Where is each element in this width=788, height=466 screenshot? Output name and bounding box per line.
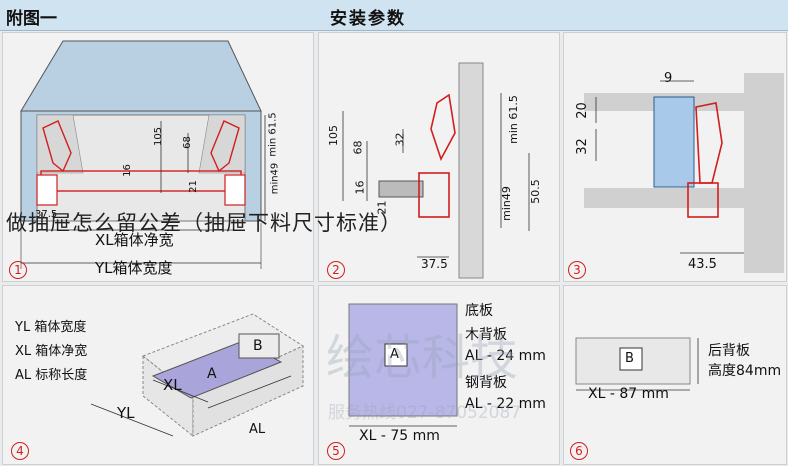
p2-dim-68: 68	[351, 140, 365, 155]
p1-xl-label: XL箱体净宽	[95, 231, 174, 249]
header-left-title: 附图一	[6, 9, 57, 29]
watermark-phone: 服务热线027-87052087	[328, 403, 522, 423]
p5-number-badge: 5	[327, 442, 345, 460]
p3-dim-32: 32	[574, 138, 590, 155]
p1-dim-21: 21	[187, 180, 199, 193]
p6-number-badge: 6	[570, 442, 588, 460]
p4-yl-label: YL	[117, 404, 135, 422]
p4-a-label: A	[207, 366, 217, 382]
p4-number-badge: 4	[11, 442, 29, 460]
p4-legend-2: XL 箱体净宽	[15, 344, 88, 359]
p4-b-label: B	[253, 338, 263, 354]
p6-b-label: B	[625, 351, 634, 366]
p1-dim-16: 16	[121, 164, 133, 177]
p5-line-5: AL - 22 mm	[465, 396, 546, 412]
panel-3: 9 20 32 43.5 3	[563, 32, 787, 282]
p1-dim-105: 105	[153, 126, 165, 147]
overlay-title: 做抽屉怎么留公差（抽屉下料尺寸标准）	[6, 211, 402, 235]
panel-1: 105 68 16 21 min 61.5 min49 37.5 XL箱体净宽 …	[2, 32, 314, 282]
header-bar: 附图一 安装参数	[0, 0, 788, 31]
panel-4-drawing	[90, 313, 305, 438]
p4-legend-1: YL 箱体宽度	[15, 320, 87, 335]
panel-2-drawing	[342, 62, 530, 279]
p5-line-4: 钢背板	[465, 375, 507, 391]
p1-dim-min615: min 61.5	[267, 112, 279, 157]
p2-dim-505: 50.5	[528, 179, 542, 204]
p5-a-label: A	[390, 347, 399, 362]
p2-dim-16: 16	[353, 180, 367, 195]
p1-dim-min49: min49	[269, 162, 281, 195]
panel-2: 105 68 32 16 21 min 61.5 min49 50.5 37.5…	[318, 32, 560, 282]
p5-line-2: 木背板	[465, 327, 507, 343]
p4-legend-3: AL 标称长度	[15, 368, 88, 383]
p2-number-badge: 2	[327, 261, 345, 279]
p5-line-1: 底板	[465, 303, 493, 319]
p3-dim-9: 9	[664, 71, 673, 86]
watermark-brand: 绘芯科技	[326, 330, 519, 386]
panel-6: B 后背板 高度84mm XL - 87 mm 6	[563, 285, 787, 465]
p1-yl-label: YL箱体宽度	[95, 259, 173, 277]
p3-dim-20: 20	[574, 102, 590, 119]
p6-line-1: 后背板	[708, 343, 750, 359]
p3-dim-435: 43.5	[688, 257, 717, 272]
p1-dim-68: 68	[181, 136, 193, 149]
panel-3-drawing	[584, 73, 784, 273]
panel-5-drawing	[348, 303, 458, 427]
p6-xl-label: XL - 87 mm	[588, 386, 669, 402]
p2-dim-105: 105	[327, 125, 340, 146]
p1-number-badge: 1	[9, 261, 27, 279]
p1-dim-375: 37.5	[35, 209, 58, 220]
panel-5: A 底板 木背板 AL - 24 mm 钢背板 AL - 22 mm XL - …	[318, 285, 560, 465]
p4-al-label: AL	[249, 422, 266, 437]
panel-6-drawing	[575, 337, 699, 391]
p3-number-badge: 3	[568, 261, 586, 279]
p2-dim-min615: min 61.5	[506, 95, 520, 144]
p6-line-2: 高度84mm	[708, 363, 782, 379]
panel-1-drawing	[20, 40, 266, 269]
p2-dim-375: 37.5	[421, 257, 448, 271]
p5-line-3: AL - 24 mm	[465, 348, 546, 364]
header-center-title: 安装参数	[330, 9, 406, 29]
p4-xl-label: XL	[163, 376, 182, 394]
p2-dim-min49: min49	[499, 186, 513, 221]
p5-xl-label: XL - 75 mm	[359, 428, 440, 444]
p2-dim-32: 32	[393, 132, 407, 147]
panel-4: YL 箱体宽度 XL 箱体净宽 AL 标称长度 XL YL AL A B 4	[2, 285, 314, 465]
